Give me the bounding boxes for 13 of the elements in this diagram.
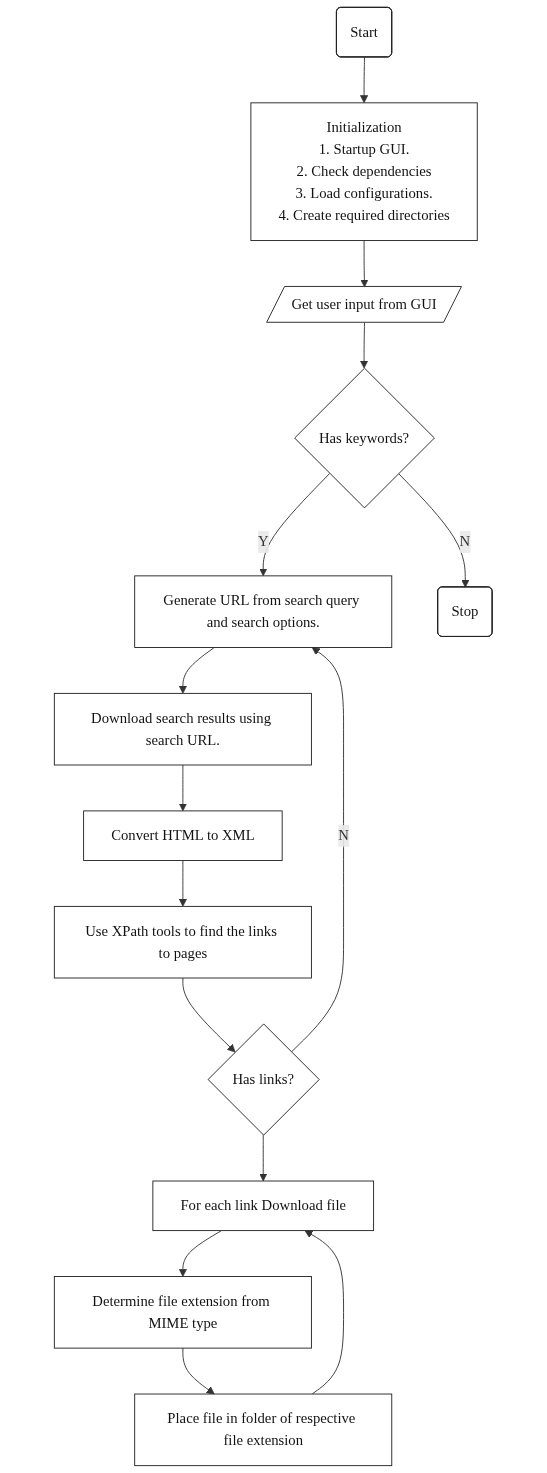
node-box: Download search results using search URL. — [54, 692, 313, 766]
node-box: Convert HTML to XML — [83, 810, 283, 861]
node-diamond: Has keywords? — [294, 367, 436, 509]
edge-label: Y — [258, 533, 269, 550]
node-box: Use XPath tools to find the links to pages — [54, 905, 313, 979]
node-box: Determine file extension from MIME type — [54, 1276, 313, 1349]
node-box: Generate URL from search query and search options. — [134, 575, 393, 648]
node-box: Place file in folder of respective file extension — [134, 1393, 393, 1467]
edge-label: N — [338, 827, 350, 844]
node-box: For each link Download file — [152, 1180, 375, 1232]
edge-label: N — [459, 533, 471, 550]
node-diamond: Has links? — [207, 1023, 320, 1136]
node-box: Initialization 1. Startup GUI. 2. Check dependencies 3. Load configurations. 4. Create required directories — [250, 102, 478, 241]
